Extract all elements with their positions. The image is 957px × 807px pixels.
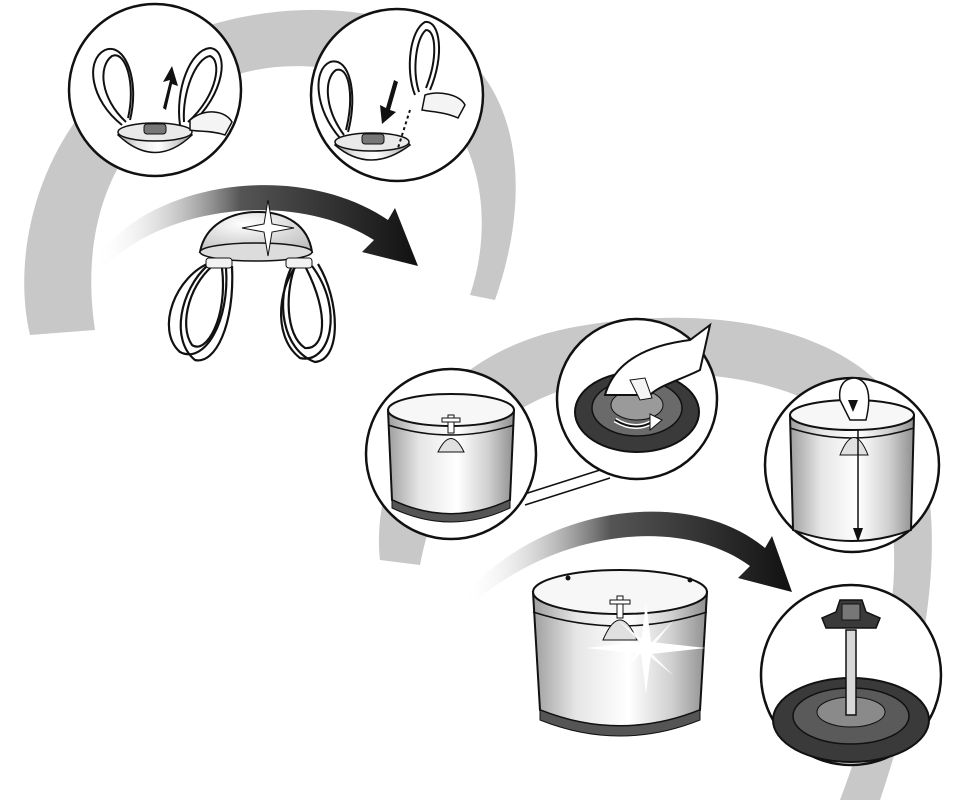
step-drive-shaft-in-base [759,583,943,767]
rotate-arrow-icon [613,413,663,432]
bowl-icon [386,393,516,523]
section-bowl [364,317,943,800]
step-insert-whisks [309,7,485,183]
step-bowl-with-drive [364,367,538,541]
step-remove-drive-shaft [763,376,941,554]
step-remove-whisks [67,2,243,178]
arrow-down-icon [848,400,863,542]
step-clean-whisk-insert [167,199,336,364]
arrow-down-icon [380,80,398,124]
sparkle-icon [586,602,706,694]
sparkle-icon [241,199,295,257]
shaft-icon [821,599,881,716]
step-rotate-bowl-base [555,317,719,481]
section-whisk-insert [24,2,516,364]
flow-arrow-1 [95,185,418,268]
flow-arrow-2 [462,511,792,606]
step-clean-bowl [531,569,709,737]
arrow-up-icon [163,66,178,110]
